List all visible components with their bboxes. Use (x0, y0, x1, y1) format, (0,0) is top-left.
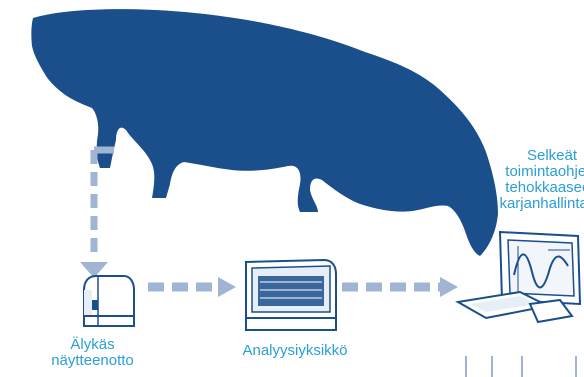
analysis-unit-icon (245, 258, 337, 331)
cow-silhouette-icon (31, 9, 499, 256)
arrow-analysis-to-computer (342, 277, 458, 297)
arrow-sampler-to-analysis (148, 277, 236, 297)
tip-line3: tehokkaaseen (505, 179, 584, 196)
analysis-unit-label: Analyysiyksikkö (242, 342, 348, 359)
computer-workstation-icon (455, 230, 582, 324)
sampling-label-line2: näytteenotto (51, 352, 134, 369)
management-tip-label: Selkeät toimintaohjeet tehokkaaseen karj… (462, 148, 584, 212)
tip-line1: Selkeät (526, 147, 578, 164)
sampler-device-icon (83, 275, 135, 327)
sampling-label-line1: Älykäs (70, 336, 115, 353)
sampling-label: Älykäs näytteenotto (45, 337, 140, 369)
tip-line2: toimintaohjeet (505, 163, 584, 180)
arrow-cow-to-sampler (80, 146, 114, 278)
divider-lines (465, 356, 577, 377)
tip-line4: karjanhallintaan (499, 195, 584, 212)
